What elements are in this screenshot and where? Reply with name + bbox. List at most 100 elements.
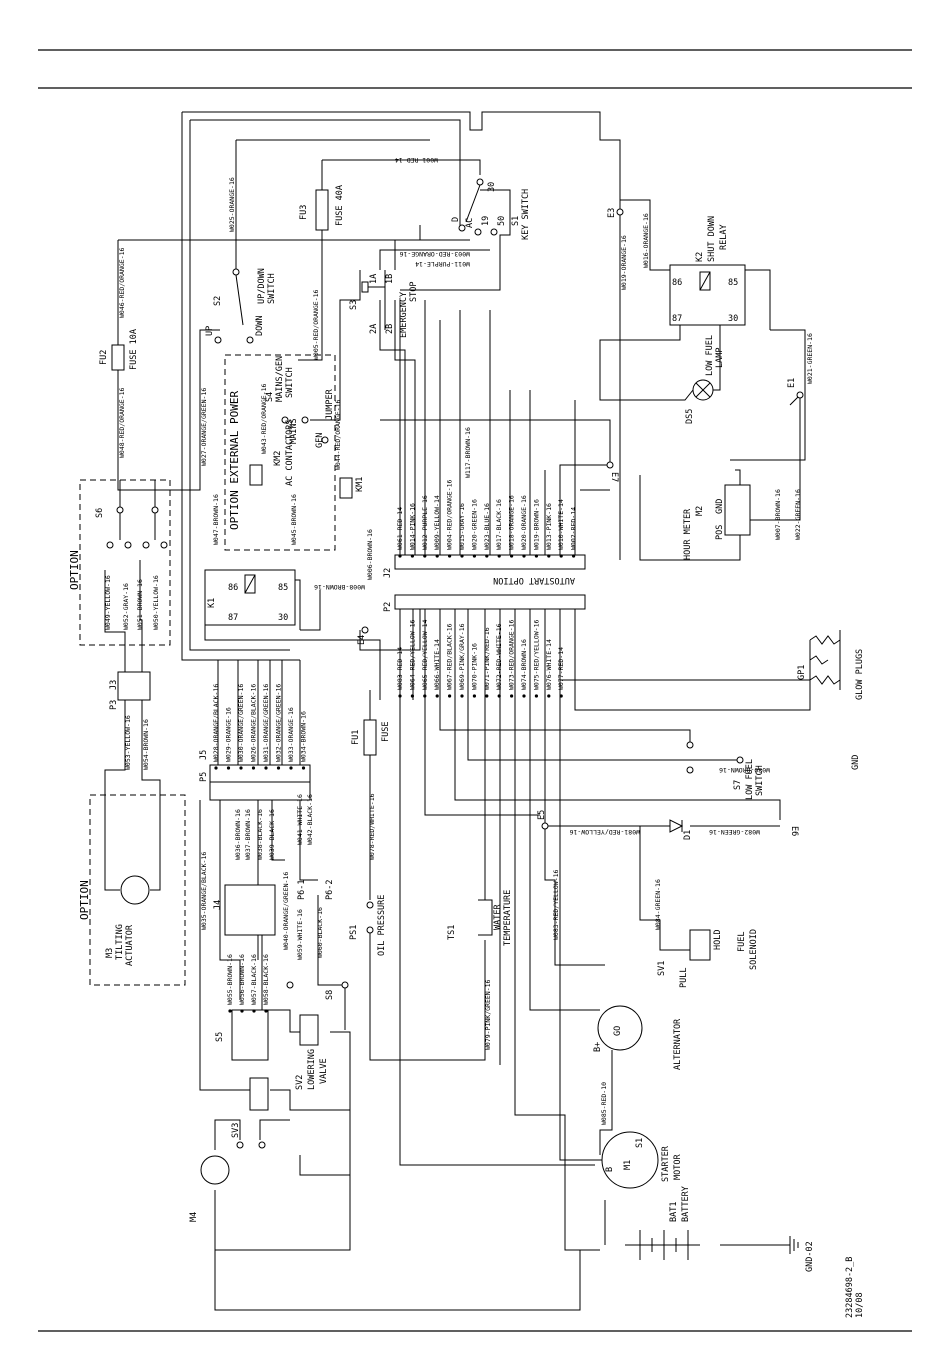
p2-wire-pin-11 — [522, 694, 526, 698]
s1-tac: AC — [465, 218, 475, 228]
s4-desc2: SWITCH — [285, 367, 295, 398]
j2-wire-9: W017-BLACK-16 — [495, 499, 503, 550]
ds5-desc1: LOW FUEL — [705, 335, 715, 376]
node-e4-label: E4 — [357, 635, 367, 645]
s7-desc1: LOW FUEL — [745, 759, 755, 800]
p3-label: P3 — [109, 700, 119, 710]
node-e3-label: E3 — [607, 208, 617, 218]
p5-label: P5 — [199, 772, 209, 782]
j5-wire-4: W026-ORANGE/BLACK-16 — [250, 684, 258, 762]
wire-w049: W049-YELLOW-16 — [104, 575, 112, 630]
wire-w059: W059-WHITE-16 — [296, 909, 304, 960]
j4-wire-2: W056-BROWN-16 — [238, 954, 246, 1005]
j2-wire-12: W019-BROWN-16 — [532, 499, 540, 550]
s7-gnd: GND — [851, 755, 861, 770]
wire-w054: W054-BROWN-16 — [142, 719, 150, 770]
sv3-valve — [249, 1077, 269, 1111]
fu3-desc: FUSE 40A — [335, 185, 345, 226]
j5-wire-8: W034-BROWN-16 — [300, 711, 308, 762]
wire-w082: W082-GREEN-16 — [709, 828, 760, 836]
wire-w078: W078-RED/WHITE-16 — [368, 793, 376, 860]
wire-w051: W051-BROWN-16 — [136, 579, 144, 630]
s1-td: D — [451, 217, 461, 222]
s1-ref: S1 — [511, 216, 521, 226]
fu2-ref: FU2 — [99, 350, 109, 365]
j2-wire-5: W004-RED/ORANGE-16 — [446, 479, 454, 550]
p2-wire-pin-10 — [510, 694, 514, 698]
wire-w001: W001-RED-14 — [395, 156, 438, 164]
j4-wire-pin-2 — [240, 1009, 244, 1013]
km2-coil — [249, 464, 263, 486]
m1-s1: S1 — [635, 1138, 645, 1148]
wire-w027: W027-ORANGE/GREEN-16 — [200, 388, 208, 466]
ext-power-label: OPTION EXTERNAL POWER — [228, 391, 241, 530]
s3-t1a: 1A — [369, 274, 379, 284]
p2-wire-pin-13 — [547, 694, 551, 698]
node-e6-label: E6 — [789, 826, 799, 836]
fu3-fuse — [315, 189, 329, 231]
j5-wire-pin-6 — [276, 766, 281, 770]
wire-w080: W080-BROWN-16 — [719, 766, 770, 774]
s8-contact-a — [286, 981, 294, 989]
m3-desc1: TILTING — [115, 924, 125, 960]
k2-p86: 86 — [672, 278, 682, 288]
j2-wire-10: W018-ORANGE-16 — [508, 495, 516, 550]
j2-wire-6: W015-GRAY-16 — [458, 503, 466, 550]
j5-wire-2: W029-ORANGE-16 — [225, 707, 233, 762]
option-label-m3: OPTION — [78, 880, 91, 920]
bat1-battery — [639, 1230, 689, 1260]
s4-gen-contact — [321, 436, 329, 444]
p2-wire-9: W072-RED-WHITE-16 — [495, 623, 503, 690]
p2-wire-12: W075-RED/YELLOW-16 — [532, 619, 540, 690]
m3-actuator — [120, 875, 150, 905]
node-e7-label: E7 — [609, 472, 619, 482]
sv2-desc1: LOWERING — [307, 1049, 317, 1090]
wire-w039: W039-BLACK-16 — [268, 809, 276, 860]
node-e1-label: E1 — [787, 378, 797, 388]
s4-gen: GEN — [315, 433, 325, 448]
wire-w084: W084-GREEN-16 — [654, 879, 662, 930]
wire-w035: W035-ORANGE/BLACK-16 — [200, 852, 208, 930]
s4-ref: S4 — [265, 392, 275, 402]
km1-ref: KM1 — [355, 477, 365, 492]
p2-wire-3: W065-RED/YELLOW-14 — [421, 619, 429, 690]
j4-wire-4: W058-BLACK-16 — [262, 954, 270, 1005]
j4-label: J4 — [213, 900, 223, 910]
autostart-label: AUTOSTART OPTION — [493, 575, 575, 585]
wire-w038: W038-BLACK-16 — [256, 809, 264, 860]
m2-ref: M2 — [695, 506, 705, 516]
drawing-date: 10/08 — [855, 1292, 865, 1318]
j2-wire-8: W023-BLUE-16 — [483, 503, 491, 550]
ts1-ref: TS1 — [447, 925, 457, 940]
j5-wire-pin-5 — [264, 766, 268, 770]
wire-w037: W037-BROWN-16 — [244, 809, 252, 860]
j5-wire-pin-2 — [226, 766, 231, 770]
j5-label: J5 — [199, 750, 209, 760]
k2-p85: 85 — [728, 278, 738, 288]
p2-wire-1: W083-RED-14 — [396, 647, 404, 690]
gp1-heater-elements — [809, 635, 841, 685]
m1-desc2: MOTOR — [673, 1154, 683, 1180]
wire-w011: W011-PURPLE-14 — [415, 260, 470, 268]
wire-w006: W006-BROWN-16 — [366, 529, 374, 580]
k2-p30: 30 — [728, 314, 738, 324]
p2-wire-7: W070-PINK-16 — [470, 643, 478, 690]
fu1-ref: FU1 — [351, 730, 361, 745]
option-label-s6: OPTION — [68, 550, 81, 590]
s3-mushroom — [361, 281, 369, 293]
s8-contact-b — [341, 981, 349, 989]
j5-wire-pin-8 — [301, 766, 306, 770]
bat1-ref: BAT1 — [669, 1202, 679, 1222]
s6-contact-6 — [160, 541, 168, 549]
j5-wire-pin-3 — [239, 766, 243, 770]
j5-wire-1: W028-ORANGE/BLACK-16 — [212, 684, 220, 762]
fu3-ref: FU3 — [299, 205, 309, 220]
j2-wire-pin-7 — [472, 554, 476, 558]
s1-contact-d — [458, 224, 466, 232]
p2-wire-13: W076-WHITE-14 — [545, 639, 553, 690]
wire-w050: W050-YELLOW-16 — [152, 575, 160, 630]
j2-wire-13: W013-PINK-16 — [545, 503, 553, 550]
s3-t1b: 1B — [385, 274, 395, 284]
